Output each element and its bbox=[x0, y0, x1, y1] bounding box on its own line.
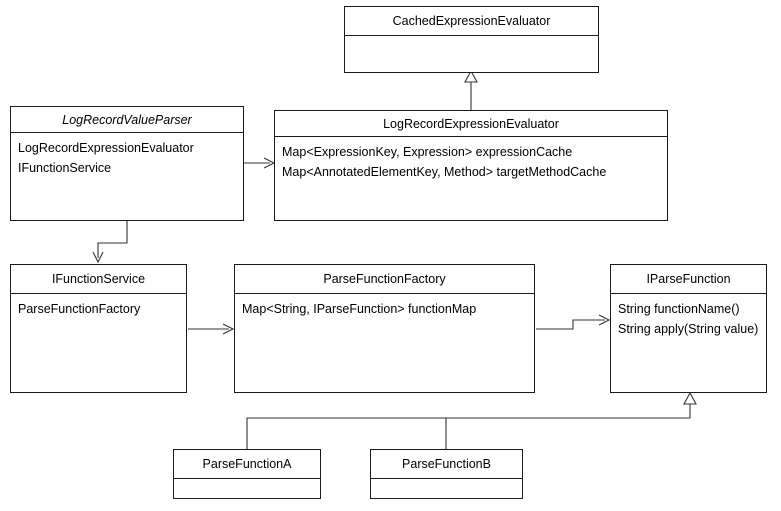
class-attribute: Map<String, IParseFunction> functionMap bbox=[242, 302, 477, 316]
class-attribute: IFunctionService bbox=[18, 161, 112, 175]
edge-generalization-subclasses-to-iparsefunction bbox=[246, 391, 697, 449]
edge-ifunctionservice-to-factory bbox=[188, 323, 235, 335]
class-box-parse-function-a[interactable]: ParseFunctionA bbox=[173, 449, 321, 499]
class-attribute: LogRecordExpressionEvaluator bbox=[18, 141, 194, 155]
edge-factory-to-iparsefunction bbox=[536, 314, 611, 330]
class-title-iparse-function: IParseFunction bbox=[611, 265, 766, 294]
class-title-ifunction-service: IFunctionService bbox=[11, 265, 186, 294]
class-title-log-record-expression-evaluator: LogRecordExpressionEvaluator bbox=[275, 111, 667, 137]
class-box-ifunction-service[interactable]: IFunctionService ParseFunctionFactory bbox=[10, 264, 187, 393]
class-title-log-record-value-parser: LogRecordValueParser bbox=[11, 107, 243, 133]
class-title-parse-function-factory: ParseFunctionFactory bbox=[235, 265, 534, 294]
class-attributes-log-record-expression-evaluator: Map<ExpressionKey, Expression> expressio… bbox=[275, 137, 667, 220]
class-attributes-iparse-function: String functionName() String apply(Strin… bbox=[611, 294, 766, 392]
class-box-parse-function-b[interactable]: ParseFunctionB bbox=[370, 449, 523, 499]
edge-generalization-evaluator-to-cached bbox=[464, 69, 478, 110]
class-attribute: String apply(String value) bbox=[618, 322, 759, 336]
class-attributes-ifunction-service: ParseFunctionFactory bbox=[11, 294, 186, 392]
edge-parser-to-ifunctionservice bbox=[92, 221, 128, 264]
class-title-parse-function-a: ParseFunctionA bbox=[174, 450, 320, 479]
class-box-log-record-value-parser[interactable]: LogRecordValueParser LogRecordExpression… bbox=[10, 106, 244, 221]
class-title-cached-expression-evaluator: CachedExpressionEvaluator bbox=[345, 7, 598, 36]
class-attributes-parse-function-b bbox=[371, 479, 522, 498]
class-box-cached-expression-evaluator[interactable]: CachedExpressionEvaluator bbox=[344, 6, 599, 73]
class-attribute: Map<ExpressionKey, Expression> expressio… bbox=[282, 145, 573, 159]
class-attributes-log-record-value-parser: LogRecordExpressionEvaluator IFunctionSe… bbox=[11, 133, 243, 220]
class-attributes-cached-expression-evaluator bbox=[345, 36, 598, 72]
class-box-parse-function-factory[interactable]: ParseFunctionFactory Map<String, IParseF… bbox=[234, 264, 535, 393]
class-box-iparse-function[interactable]: IParseFunction String functionName() Str… bbox=[610, 264, 767, 393]
class-attributes-parse-function-factory: Map<String, IParseFunction> functionMap bbox=[235, 294, 534, 392]
edge-parser-to-evaluator bbox=[244, 157, 276, 169]
class-attribute: Map<AnnotatedElementKey, Method> targetM… bbox=[282, 165, 607, 179]
class-box-log-record-expression-evaluator[interactable]: LogRecordExpressionEvaluator Map<Express… bbox=[274, 110, 668, 221]
class-attributes-parse-function-a bbox=[174, 479, 320, 498]
class-attribute: String functionName() bbox=[618, 302, 740, 316]
class-attribute: ParseFunctionFactory bbox=[18, 302, 141, 316]
class-title-parse-function-b: ParseFunctionB bbox=[371, 450, 522, 479]
